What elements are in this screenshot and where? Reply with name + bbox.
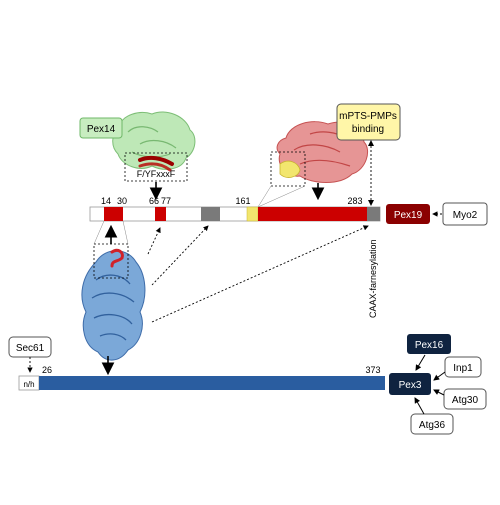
motif-label: F/YFxxxF — [137, 169, 176, 179]
blue-structure — [81, 250, 146, 361]
pos-161: 161 — [235, 196, 250, 206]
pex14-label-box: Pex14 — [79, 117, 123, 139]
pex3-label: Pex3 — [399, 380, 422, 391]
dotted-arrow-3 — [151, 225, 369, 323]
dotted-arrow-2 — [151, 225, 209, 286]
pex14-label: Pex14 — [87, 124, 116, 135]
motif-zoom-box: F/YFxxxF — [124, 152, 188, 182]
myo2-box: Myo2 — [442, 202, 488, 226]
pex16-label: Pex16 — [415, 340, 444, 351]
atg30-box: Atg30 — [443, 388, 487, 410]
sec61-box: Sec61 — [8, 336, 52, 358]
pex16-box: Pex16 — [407, 334, 451, 354]
pex19-helix-icon — [138, 155, 174, 166]
myo2-label: Myo2 — [453, 210, 478, 221]
pex19-segment-161-283 — [258, 207, 367, 221]
caax-label: CAAX-farnesylation — [368, 239, 378, 318]
yellow-zoom-box — [270, 151, 306, 187]
pos-77: 77 — [161, 196, 171, 206]
pos-30: 30 — [117, 196, 127, 206]
pex19-label: Pex19 — [394, 210, 423, 221]
mpts-label-line1: mPTS-PMPs — [339, 111, 397, 122]
pex16-arrow — [415, 354, 426, 371]
pex19-gray-segment — [201, 207, 220, 221]
pex3-label-box: Pex3 — [389, 373, 431, 395]
nh-label: n/h — [23, 380, 34, 389]
pex19-segment-66-77 — [155, 207, 166, 221]
atg36-box: Atg36 — [410, 413, 454, 435]
pos-14: 14 — [101, 196, 111, 206]
atg36-label: Atg36 — [419, 420, 446, 431]
pex19-label-box: Pex19 — [386, 204, 430, 224]
pex19-yellow-segment — [246, 206, 259, 222]
pos-373: 373 — [365, 365, 380, 375]
pex19-segment-14-30 — [104, 207, 123, 221]
pos-66: 66 — [149, 196, 159, 206]
inp1-arrow — [433, 371, 446, 381]
pos-283: 283 — [347, 196, 362, 206]
atg30-label: Atg30 — [452, 395, 479, 406]
inp1-box: Inp1 — [444, 356, 482, 378]
mpts-label-line2: binding — [352, 124, 384, 135]
atg36-arrow — [414, 397, 425, 415]
inp1-label: Inp1 — [453, 363, 473, 374]
pex19-caax-segment — [367, 207, 380, 221]
pex19-peptide-icon — [110, 248, 124, 268]
pex3-bar — [18, 375, 385, 391]
dotted-arrow-1 — [147, 227, 161, 255]
sec61-label: Sec61 — [16, 343, 45, 354]
pex3-main-segment — [39, 376, 385, 390]
atg30-arrow — [433, 389, 445, 396]
mpts-binding-box: mPTS-PMPs binding — [336, 103, 401, 141]
pos-26: 26 — [42, 365, 52, 375]
pex19-bar — [89, 206, 381, 222]
